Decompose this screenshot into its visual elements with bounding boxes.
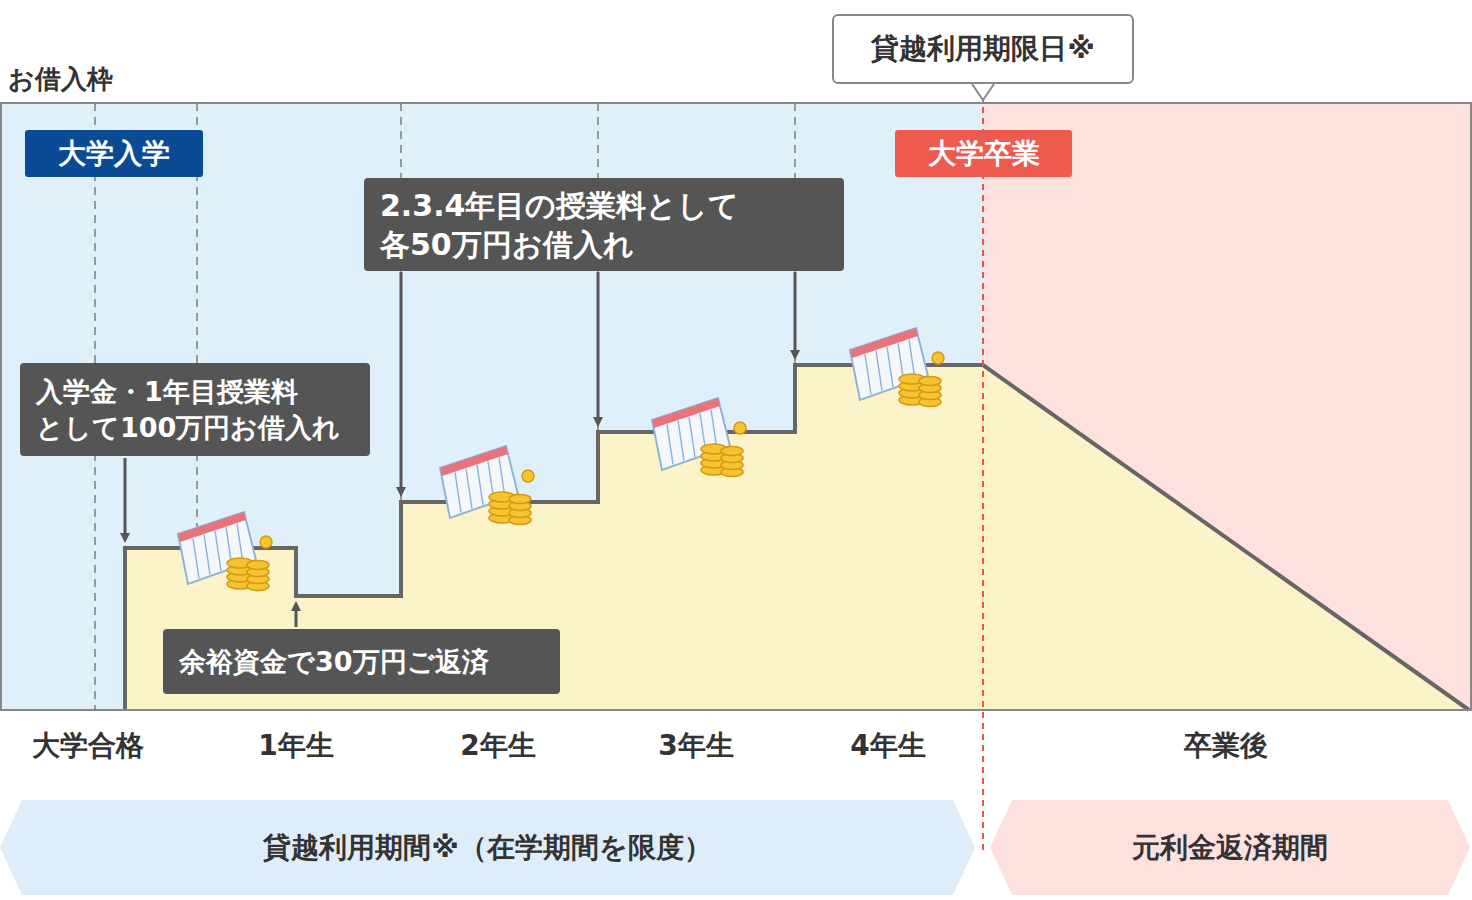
node-text: 大学卒業	[928, 135, 1040, 173]
period-band: 貸越利用期間※（在学期間を限度）	[0, 800, 975, 895]
icon-part	[734, 422, 746, 434]
passbook-icon	[178, 512, 272, 591]
icon-part	[178, 512, 256, 584]
period-label: 大学合格	[32, 727, 144, 765]
period-band: 元利金返済期間	[990, 800, 1470, 895]
passbook-icon	[850, 328, 944, 407]
icon-part	[850, 328, 928, 400]
period-label: 3年生	[658, 727, 733, 765]
icon-part	[509, 495, 531, 504]
icon-part	[440, 446, 508, 476]
icon-part	[247, 561, 269, 570]
icon-part	[678, 421, 684, 461]
band-fill	[990, 800, 1470, 895]
node-text: 大学入学	[58, 135, 170, 173]
icon-part	[919, 377, 941, 386]
icon-part	[876, 351, 882, 391]
axis-label: お借入枠	[8, 62, 113, 97]
period-label: 4年生	[850, 727, 925, 765]
node-text: 余裕資金で30万円ご返済	[179, 644, 489, 679]
icon-part	[522, 470, 534, 482]
icon-part	[455, 472, 461, 512]
icon-part	[689, 417, 695, 457]
icon-part	[204, 535, 210, 575]
icon-part	[652, 398, 720, 428]
graduation-line	[982, 96, 984, 850]
graduation-tag: 大学卒業	[895, 130, 1072, 177]
repay-note-box: 余裕資金で30万円ご返済	[163, 629, 560, 694]
passbook-icon	[440, 446, 534, 525]
band-fill	[0, 800, 975, 895]
node-text: 元利金返済期間	[1132, 829, 1328, 867]
deadline-callout: 貸越利用期限日※	[832, 14, 1134, 84]
node-text: 入学金・1年目授業料 として100万円お借入れ	[36, 374, 354, 444]
borrow-note-box: 入学金・1年目授業料 として100万円お借入れ	[20, 363, 370, 456]
icon-part	[477, 465, 483, 505]
icon-part	[466, 469, 472, 509]
icon-part	[652, 398, 730, 470]
callout-pointer	[972, 84, 994, 100]
node-text: 貸越利用期限日※	[871, 30, 1094, 68]
passbook-icon	[652, 398, 746, 477]
icon-part	[865, 354, 871, 394]
period-label: 2年生	[460, 727, 535, 765]
icon-part	[932, 352, 944, 364]
period-label: 1年生	[258, 727, 333, 765]
borrow-note-box: 2.3.4年目の授業料として 各50万円お借入れ	[364, 178, 844, 271]
icon-part	[178, 512, 246, 542]
chart-frame	[1, 103, 1471, 710]
node-text: 2.3.4年目の授業料として 各50万円お借入れ	[380, 186, 828, 264]
icon-part	[721, 447, 743, 456]
icon-part	[260, 536, 272, 548]
icon-part	[887, 347, 893, 387]
icon-part	[215, 531, 221, 571]
icon-part	[667, 424, 673, 464]
icon-part	[440, 446, 518, 518]
period-label: 卒業後	[1184, 727, 1268, 765]
icon-part	[850, 328, 918, 358]
node-text: 貸越利用期間※（在学期間を限度）	[263, 829, 711, 867]
icon-part	[193, 538, 199, 578]
entrance-tag: 大学入学	[25, 130, 203, 177]
